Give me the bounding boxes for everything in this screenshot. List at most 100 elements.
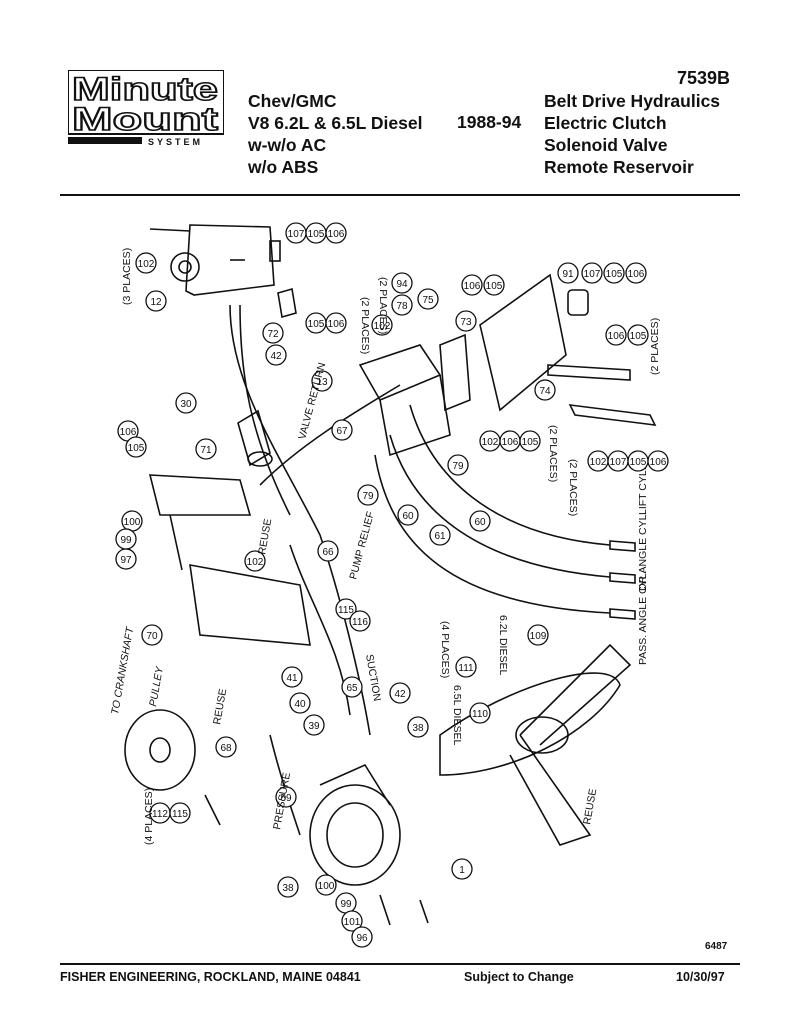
exploded-parts-diagram: 102 12 107 105 106 72 105 106 42 102 78 …: [109, 222, 669, 948]
svg-text:41: 41: [286, 673, 298, 684]
label-2-places: (2 PLACES): [567, 459, 579, 516]
drawing-number: 6487: [705, 941, 728, 952]
svg-text:12: 12: [150, 297, 162, 308]
svg-text:105: 105: [630, 331, 647, 342]
svg-text:107: 107: [584, 269, 601, 280]
svg-text:102: 102: [482, 437, 499, 448]
svg-text:105: 105: [486, 281, 503, 292]
callout: 107: [581, 262, 603, 284]
svg-text:116: 116: [352, 617, 368, 628]
brand-line1: Minute: [72, 71, 218, 107]
solenoid-valve: [185, 224, 275, 296]
bracket-75: [439, 333, 471, 412]
kit-line: Electric Clutch: [544, 113, 667, 133]
vehicle-line: V8 6.2L & 6.5L Diesel: [248, 113, 423, 133]
label-pump-relief: PUMP RELIEF: [347, 510, 377, 581]
kit-line: Belt Drive Hydraulics: [544, 91, 721, 111]
minute-mount-logo: Minute Mount SYSTEM: [68, 70, 224, 147]
svg-text:101: 101: [344, 917, 361, 928]
svg-text:75: 75: [422, 295, 434, 306]
callout: 102: [135, 252, 157, 274]
svg-text:106: 106: [608, 331, 625, 342]
callout: 115: [335, 598, 357, 620]
hose-60-pass: [374, 454, 611, 614]
svg-text:96: 96: [356, 933, 368, 944]
callout: 59: [275, 786, 297, 808]
svg-text:94: 94: [396, 279, 408, 290]
label-4-places: (4 PLACES): [439, 621, 451, 678]
callout: 71: [195, 438, 217, 460]
callout: 111: [455, 656, 477, 678]
callout: 101: [341, 910, 363, 932]
svg-text:110: 110: [472, 709, 488, 720]
callout: 105: [519, 430, 541, 452]
vehicle-line: w/o ABS: [248, 157, 319, 177]
svg-text:106: 106: [328, 319, 345, 330]
hose-61: [389, 434, 611, 578]
svg-text:106: 106: [628, 269, 645, 280]
label-3-places: (3 PLACES): [121, 248, 133, 305]
callout: 73: [455, 310, 477, 332]
hose-60-lift: [409, 404, 611, 546]
label-valve-return: VALVE RETURN: [296, 361, 328, 440]
callout: 105: [305, 222, 327, 244]
part-number: 7539B: [676, 68, 730, 88]
callout: 106: [499, 430, 521, 452]
callout: 102: [587, 450, 609, 472]
callout: 102: [244, 550, 266, 572]
vehicle-line: w-w/o AC: [248, 135, 327, 155]
callout: 91: [557, 262, 579, 284]
callout: 41: [281, 666, 303, 688]
callout: 116: [349, 610, 371, 632]
callout: 78: [391, 294, 413, 316]
svg-text:105: 105: [308, 229, 325, 240]
header-divider: [60, 194, 740, 196]
svg-text:73: 73: [460, 317, 472, 328]
callout: 105: [483, 274, 505, 296]
callout: 105: [627, 324, 649, 346]
label-2-places: (2 PLACES): [377, 277, 389, 334]
callout: 65: [341, 676, 363, 698]
svg-text:40: 40: [294, 699, 306, 710]
fan-blade: [439, 672, 621, 776]
svg-text:105: 105: [522, 437, 539, 448]
label-suction: SUCTION: [363, 653, 383, 702]
svg-text:115: 115: [172, 809, 188, 820]
callout: 66: [317, 540, 339, 562]
callout: 109: [527, 624, 549, 646]
hose-66: [229, 304, 371, 736]
callout: 38: [407, 716, 429, 738]
callout: 1: [451, 858, 473, 880]
label-to-crankshaft: TO CRANKSHAFT: [109, 625, 136, 716]
callout: 74: [534, 379, 556, 401]
svg-text:102: 102: [374, 321, 391, 332]
svg-text:38: 38: [412, 723, 424, 734]
callout: 97: [115, 548, 137, 570]
callout: 105: [305, 312, 327, 334]
callout: 70: [141, 624, 163, 646]
callout: 106: [605, 324, 627, 346]
svg-text:1: 1: [459, 865, 465, 876]
svg-text:106: 106: [650, 457, 667, 468]
callout: 106: [625, 262, 647, 284]
callout: 72: [262, 322, 284, 344]
svg-text:66: 66: [322, 547, 334, 558]
svg-text:59: 59: [280, 793, 292, 804]
svg-text:68: 68: [220, 743, 232, 754]
svg-text:97: 97: [120, 555, 132, 566]
svg-text:60: 60: [474, 517, 486, 528]
svg-text:71: 71: [200, 445, 212, 456]
svg-text:106: 106: [328, 229, 345, 240]
svg-text:112: 112: [152, 809, 168, 820]
bracket-71: [148, 474, 252, 516]
svg-text:109: 109: [530, 631, 547, 642]
callout: 39: [303, 714, 325, 736]
callout: 79: [447, 454, 469, 476]
svg-text:105: 105: [630, 457, 647, 468]
svg-text:107: 107: [610, 457, 627, 468]
solenoid-coil: [170, 252, 200, 282]
vehicle-applicability: Chev/GMC V8 6.2L & 6.5L Diesel w-w/o AC …: [248, 90, 422, 178]
callout: 106: [461, 274, 483, 296]
mounting-plate-73: [479, 273, 567, 412]
svg-text:105: 105: [128, 443, 145, 454]
